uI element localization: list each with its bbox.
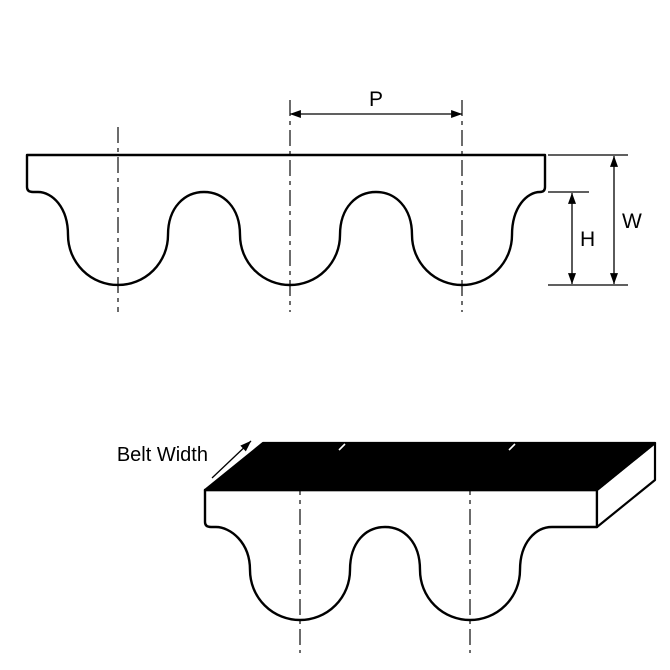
lower-view: Belt Width — [117, 440, 657, 653]
top-face-seam-1 — [338, 443, 346, 451]
top-face-seam-2 — [508, 443, 516, 451]
belt-profile-section — [25, 153, 547, 287]
pitch-label: P — [369, 88, 383, 111]
width-label: W — [622, 210, 642, 233]
height-label: H — [580, 228, 595, 251]
belt-width-arrow — [211, 440, 252, 479]
belt-top-face — [203, 441, 657, 492]
upper-view: P H W — [25, 88, 642, 312]
belt-front-face — [203, 488, 599, 622]
belt-width-label: Belt Width — [117, 444, 208, 466]
